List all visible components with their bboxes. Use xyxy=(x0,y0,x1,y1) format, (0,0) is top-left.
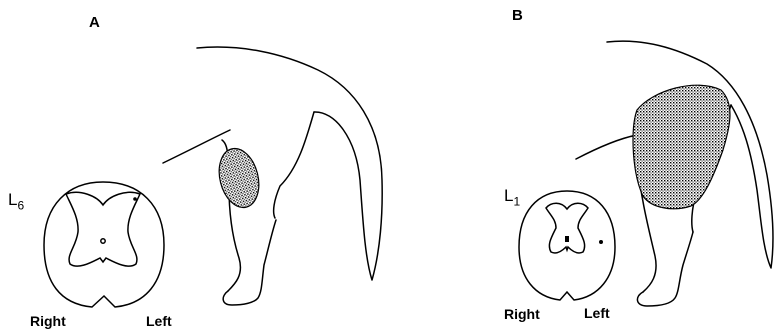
lesion-dot-a xyxy=(133,197,137,201)
central-canal-a xyxy=(101,239,105,243)
thigh-line-a xyxy=(274,112,314,218)
cat-outline-a xyxy=(163,47,382,305)
paw-b xyxy=(637,232,693,306)
central-mark-b xyxy=(565,236,569,242)
gray-matter-b xyxy=(546,203,588,253)
spinal-cord-section-b xyxy=(519,191,615,300)
gray-matter-a xyxy=(66,192,140,266)
shaded-patch-a xyxy=(213,144,264,211)
panel-a: A L6 Right Left xyxy=(0,0,391,325)
panel-b: B L1 Right Left xyxy=(391,0,782,325)
panel-b-drawing xyxy=(391,0,782,325)
cord-outline-a xyxy=(44,182,164,307)
back-b xyxy=(576,135,637,159)
shaded-patch-b xyxy=(633,85,730,209)
panel-a-drawing xyxy=(0,0,391,325)
lesion-dot-b xyxy=(599,240,603,244)
cord-outline-b xyxy=(519,191,615,300)
spinal-cord-section-a xyxy=(44,182,164,307)
back-a xyxy=(163,130,230,163)
paw-a xyxy=(223,220,276,305)
